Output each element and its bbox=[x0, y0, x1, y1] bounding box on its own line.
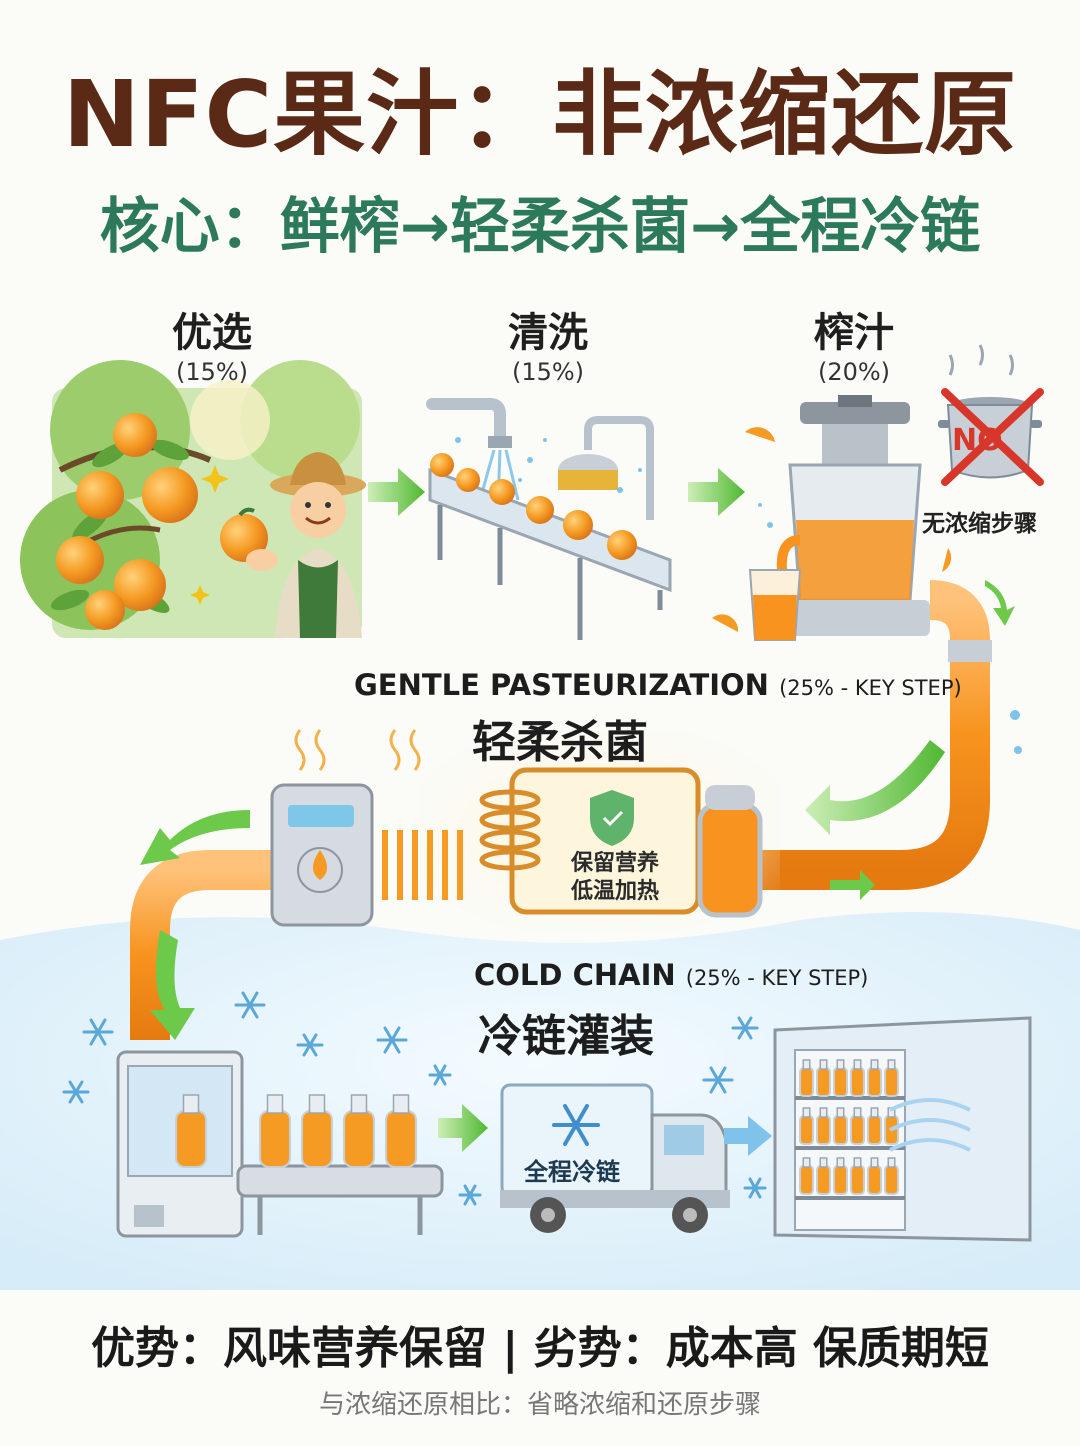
step-juice-name: 榨汁 bbox=[814, 310, 894, 356]
juice-bottle bbox=[816, 1059, 831, 1098]
washing-illustration bbox=[426, 398, 672, 640]
flow-arrow-left-curve-icon bbox=[140, 810, 250, 865]
cold-storage-illustration bbox=[773, 1016, 1032, 1242]
flow-arrow-1-icon bbox=[368, 468, 425, 516]
step-wash: 清洗 (15%) bbox=[438, 300, 658, 386]
juice-bottle bbox=[833, 1107, 848, 1146]
snowflake-icons bbox=[62, 991, 767, 1206]
cold-chain-title-cn: 冷链灌装 bbox=[478, 1011, 654, 1062]
pasteurization-title-en-note: (25% - KEY STEP) bbox=[779, 676, 962, 700]
refrigerated-truck-illustration bbox=[500, 1083, 730, 1233]
step-select-name: 优选 bbox=[172, 310, 252, 356]
comparison-note: 与浓缩还原相比：省略浓缩和还原步骤 bbox=[318, 1390, 761, 1420]
pasteurizer-illustration bbox=[270, 729, 780, 930]
no-concentrate-icon bbox=[938, 344, 1044, 486]
cold-chain-title-en: COLD CHAIN (25% - KEY STEP) bbox=[474, 958, 868, 992]
step-wash-pct: (15%) bbox=[511, 358, 585, 386]
flow-arrow-down-icon bbox=[985, 580, 1015, 626]
step-select: 优选 (15%) bbox=[102, 300, 322, 386]
juice-bottle bbox=[385, 1094, 417, 1168]
juice-bottle bbox=[867, 1157, 882, 1196]
panel-line-1: 保留营养 bbox=[570, 851, 659, 876]
juice-bottle bbox=[867, 1107, 882, 1146]
flow-arrow-2-icon bbox=[688, 468, 745, 516]
farmer-figure bbox=[220, 452, 366, 638]
juice-bottle bbox=[301, 1094, 333, 1168]
page-subtitle: 核心：鲜榨→轻柔杀菌→全程冷链 bbox=[99, 192, 981, 262]
juice-bottle bbox=[867, 1059, 882, 1098]
flow-arrow-4-icon bbox=[724, 1116, 772, 1156]
juice-bottle bbox=[884, 1059, 899, 1098]
juice-bottle bbox=[259, 1094, 291, 1168]
juice-bottle bbox=[833, 1059, 848, 1098]
step-wash-name: 清洗 bbox=[508, 310, 588, 356]
juice-bottle bbox=[850, 1107, 865, 1146]
juice-bottle bbox=[816, 1107, 831, 1146]
juice-bottle bbox=[884, 1157, 899, 1196]
juice-bottle bbox=[816, 1157, 831, 1196]
juice-bottle bbox=[343, 1094, 375, 1168]
pasteurization-title-en: GENTLE PASTEURIZATION (25% - KEY STEP) bbox=[354, 668, 962, 702]
juice-bottle bbox=[833, 1157, 848, 1196]
no-badge: NO bbox=[952, 423, 1003, 458]
no-concentrate-label: 无浓缩步骤 bbox=[922, 511, 1037, 537]
juice-bottle bbox=[799, 1107, 814, 1146]
panel-line-2: 低温加热 bbox=[570, 879, 659, 904]
flow-arrow-down-left-icon bbox=[150, 930, 195, 1040]
juice-bottle bbox=[799, 1059, 814, 1098]
juice-bottle bbox=[850, 1059, 865, 1098]
juice-bottle bbox=[175, 1094, 207, 1168]
cold-chain-title-en-note: (25% - KEY STEP) bbox=[685, 966, 869, 990]
juice-bottles bbox=[175, 1094, 417, 1168]
cold-chain-title-en-text: COLD CHAIN bbox=[474, 958, 676, 992]
orchard-illustration bbox=[20, 360, 366, 638]
pros-cons-summary: 优势：风味营养保留 | 劣势：成本高 保质期短 bbox=[90, 1323, 990, 1374]
step-select-pct: (15%) bbox=[175, 358, 249, 386]
truck-label: 全程冷链 bbox=[524, 1158, 620, 1186]
juice-bottle bbox=[850, 1157, 865, 1196]
flow-arrow-3-icon bbox=[438, 1104, 488, 1152]
step-juice: 榨汁 (20%) bbox=[744, 300, 964, 386]
pasteurization-title-en-text: GENTLE PASTEURIZATION bbox=[354, 668, 769, 702]
pasteurization-title-cn: 轻柔杀菌 bbox=[472, 717, 648, 768]
juice-bottle bbox=[799, 1157, 814, 1196]
flow-arrow-curve-icon bbox=[805, 740, 945, 835]
step-juice-pct: (20%) bbox=[817, 358, 891, 386]
page-title: NFC果汁：非浓缩还原 bbox=[62, 61, 1018, 168]
juicer-illustration bbox=[712, 395, 952, 641]
pasteurization-panel-label: 保留营养 低温加热 bbox=[560, 850, 670, 906]
